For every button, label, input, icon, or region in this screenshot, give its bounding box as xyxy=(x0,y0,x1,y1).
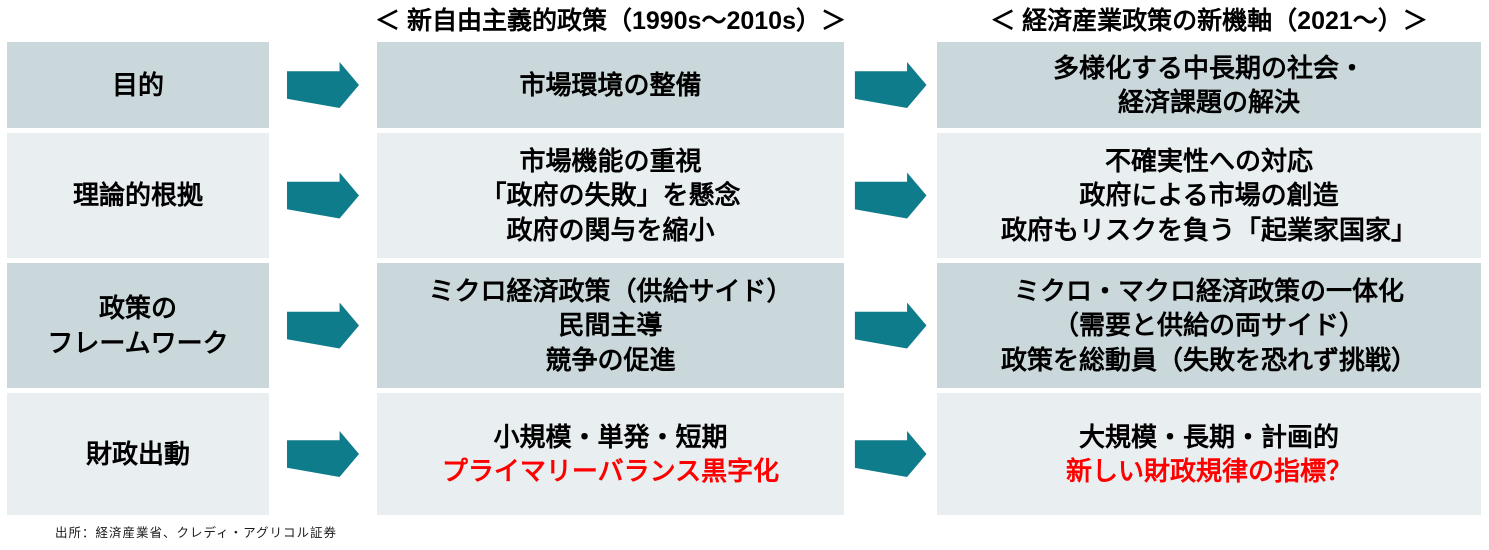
right-arrow-icon xyxy=(854,62,927,108)
arrow-box xyxy=(844,133,937,258)
cell-framework-old: ミクロ経済政策（供給サイド） 民間主導 競争の促進 xyxy=(377,263,844,388)
cell-purpose-old: 市場環境の整備 xyxy=(377,42,844,128)
highlight-red-text: 新しい財政規律の指標？ xyxy=(1065,456,1352,486)
cell-theory-new: 不確実性への対応 政府による市場の創造 政府もリスクを負う「起業家国家」 xyxy=(937,133,1481,258)
arrow-box xyxy=(844,393,937,515)
highlight-red-text: プライマリーバランス黒字化 xyxy=(441,456,780,486)
source-note: 出所：経済産業省、クレディ・アグリコル証券 xyxy=(55,526,338,540)
right-arrow-icon xyxy=(854,302,927,349)
cell-framework-new: ミクロ・マクロ経済政策の一体化 （需要と供給の両サイド） 政策を総動員（失敗を恐… xyxy=(937,263,1481,388)
comparison-grid: ＜ 新自由主義的政策（1990s～2010s）＞ ＜ 経済産業政策の新機軸（20… xyxy=(7,6,1481,515)
row-label-policy-framework: 政策の フレームワーク xyxy=(7,263,269,388)
right-arrow-icon xyxy=(287,62,359,108)
cell-theory-old: 市場機能の重視 「政府の失敗」を懸念 政府の関与を縮小 xyxy=(377,133,844,258)
arrow-box xyxy=(844,263,937,388)
cell-fiscal-new: 大規模・長期・計画的 新しい財政規律の指標？ xyxy=(937,393,1481,515)
arrow-box xyxy=(269,133,377,258)
column-header-new-axis: ＜ 経済産業政策の新機軸（2021～）＞ xyxy=(990,6,1428,35)
right-arrow-icon xyxy=(287,172,359,219)
row-label-purpose: 目的 xyxy=(7,42,269,128)
arrow-box xyxy=(269,263,377,388)
cell-fiscal-old: 小規模・単発・短期 プライマリーバランス黒字化 xyxy=(377,393,844,515)
right-arrow-icon xyxy=(854,172,927,219)
row-label-theoretical-basis: 理論的根拠 xyxy=(7,133,269,258)
arrow-box xyxy=(844,42,937,128)
cell-purpose-new: 多様化する中長期の社会・ 経済課題の解決 xyxy=(937,42,1481,128)
row-label-fiscal-stimulus: 財政出動 xyxy=(7,393,269,515)
arrow-box xyxy=(269,42,377,128)
column-header-neoliberal: ＜ 新自由主義的政策（1990s～2010s）＞ xyxy=(375,6,846,35)
right-arrow-icon xyxy=(287,431,359,477)
right-arrow-icon xyxy=(854,431,927,477)
right-arrow-icon xyxy=(287,302,359,349)
arrow-box xyxy=(269,393,377,515)
